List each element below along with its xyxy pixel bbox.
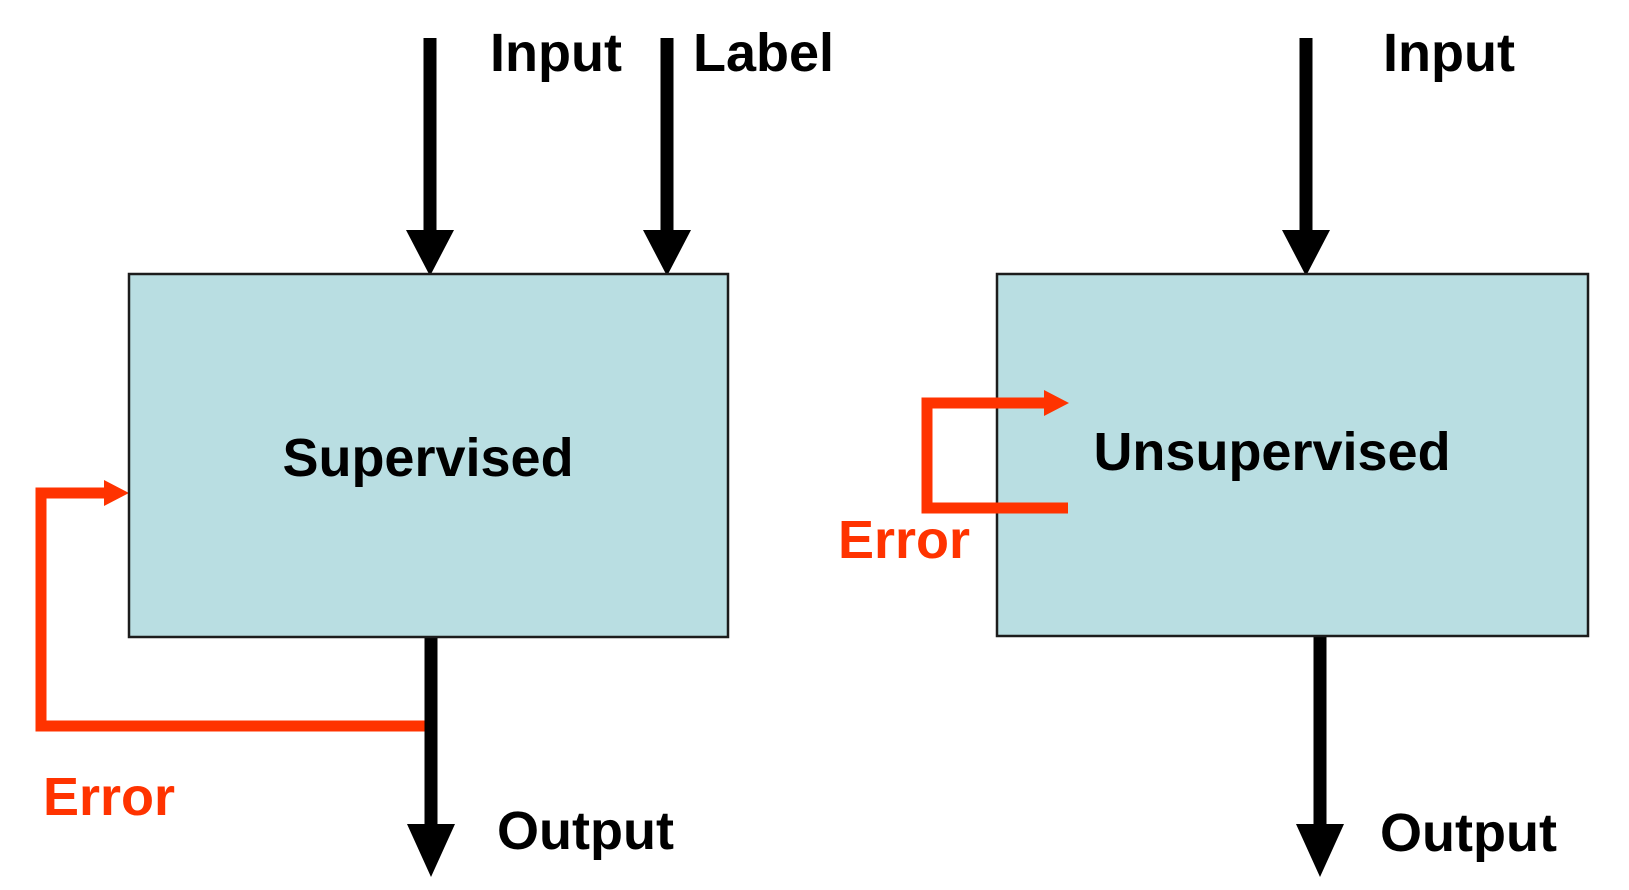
unsupervised-input-label: Input (1383, 23, 1515, 83)
unsupervised-box (995, 272, 1590, 638)
supervised-input-arrowhead-icon (406, 230, 454, 276)
unsupervised-error-loop-line (921, 397, 1068, 514)
supervised-output-arrowhead-icon (407, 824, 455, 877)
unsupervised-error-label: Error (838, 510, 970, 570)
unsupervised-error-arrowhead-icon (1044, 390, 1069, 416)
unsupervised-box-label: Unsupervised (1093, 422, 1450, 482)
supervised-input-label: Input (490, 23, 622, 83)
unsupervised-panel: Unsupervised Input Output Error (838, 23, 1590, 877)
supervised-output-label: Output (497, 801, 674, 861)
supervised-box (127, 272, 730, 639)
unsupervised-output-label: Output (1380, 803, 1557, 863)
supervised-error-loop-line (35, 487, 437, 732)
supervised-label-label: Label (693, 23, 834, 83)
supervised-box-label: Supervised (282, 428, 573, 488)
supervised-error-label: Error (43, 767, 175, 827)
supervised-error-arrowhead-icon (104, 480, 129, 506)
supervised-label-arrowhead-icon (643, 230, 691, 276)
unsupervised-input-arrowhead-icon (1282, 230, 1330, 276)
supervised-panel: Supervised Input Label Output Error (35, 23, 834, 877)
unsupervised-output-arrowhead-icon (1296, 824, 1344, 877)
